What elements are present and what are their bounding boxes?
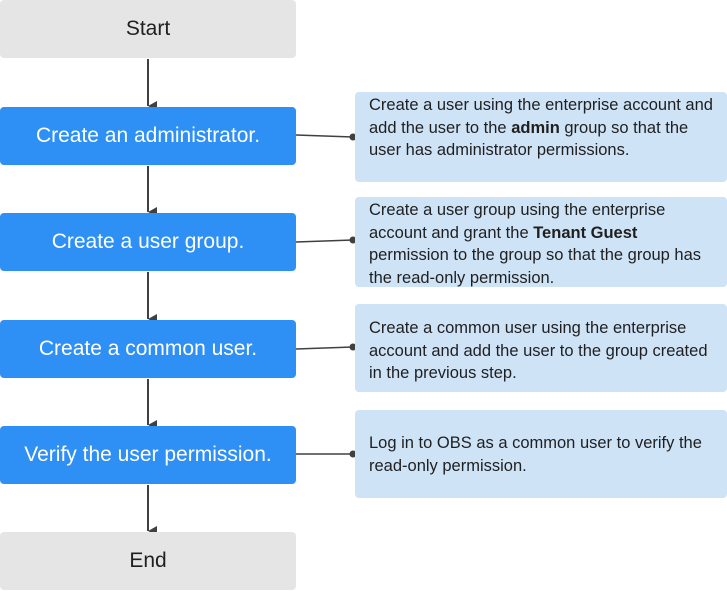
note-bold-text: Tenant Guest — [533, 223, 638, 242]
note-text: Create a user using the enterprise accou… — [369, 96, 713, 137]
note-connector-dot-2 — [349, 236, 357, 244]
note-connector-2 — [295, 239, 354, 243]
note-connector-dot-1 — [349, 133, 357, 141]
note-create-user-group: Create a user group using the enterprise… — [355, 197, 727, 287]
note-text: permission to the group so that the grou… — [369, 246, 702, 287]
note-create-administrator: Create a user using the enterprise accou… — [355, 92, 727, 182]
note-create-common-user: Create a common user using the enterpris… — [355, 304, 727, 392]
note-text: Create a user group using the enterprise… — [369, 201, 666, 242]
note-text: Log in to OBS as a common user to verify… — [369, 434, 702, 475]
step-create-user-group: Create a user group. — [0, 213, 296, 271]
note-verify-permission: Log in to OBS as a common user to verify… — [355, 410, 727, 498]
note-bold-text: admin — [511, 118, 560, 137]
note-connector-1 — [295, 134, 354, 138]
step-create-common-user: Create a common user. — [0, 320, 296, 378]
note-text: group so that the user has administrator… — [369, 118, 689, 160]
end-node: End — [0, 532, 296, 590]
note-connector-3 — [295, 346, 354, 350]
note-connector-dot-4 — [349, 450, 357, 458]
note-connector-dot-3 — [349, 343, 357, 351]
note-text: Create a common user using the enterpris… — [369, 319, 708, 382]
step-verify-permission: Verify the user permission. — [0, 426, 296, 484]
start-node: Start — [0, 0, 296, 58]
step-create-administrator: Create an administrator. — [0, 107, 296, 165]
